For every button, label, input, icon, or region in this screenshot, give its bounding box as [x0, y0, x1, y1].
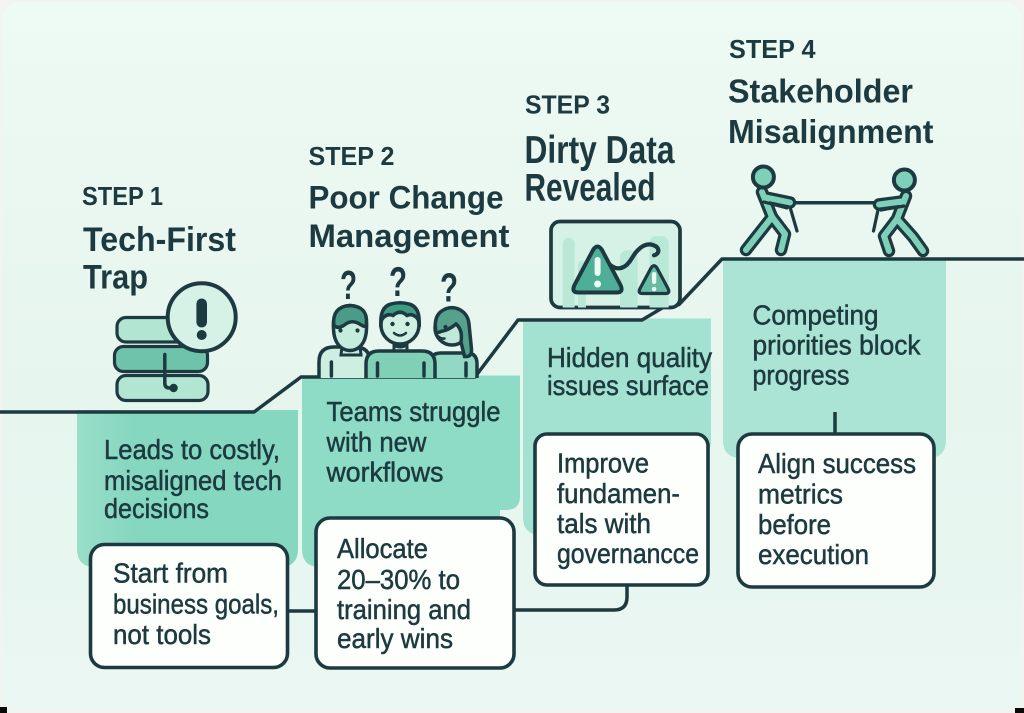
svg-text:decisions: decisions	[104, 493, 209, 524]
svg-text:Competing: Competing	[753, 300, 879, 331]
svg-text:before: before	[758, 509, 831, 540]
svg-text:metrics: metrics	[758, 479, 843, 510]
svg-text:governancce: governancce	[557, 538, 699, 569]
svg-text:STEP 2: STEP 2	[309, 141, 395, 171]
svg-text:20–30% to: 20–30% to	[337, 564, 460, 595]
svg-text:Leads to costly,: Leads to costly,	[104, 434, 280, 465]
svg-text:Align success: Align success	[758, 448, 916, 479]
svg-text:STEP 4: STEP 4	[729, 34, 816, 64]
svg-text:Teams struggle: Teams struggle	[327, 396, 501, 427]
svg-text:progress: progress	[753, 360, 850, 391]
svg-text:execution: execution	[758, 539, 869, 570]
svg-text:training and: training and	[337, 594, 471, 625]
svg-text:issues surface: issues surface	[547, 370, 709, 401]
svg-text:workflows: workflows	[326, 457, 444, 488]
svg-text:early wins: early wins	[337, 623, 453, 654]
svg-text:Revealed: Revealed	[525, 167, 656, 210]
svg-text:STEP 1: STEP 1	[82, 181, 163, 211]
svg-text:with new: with new	[326, 427, 427, 458]
svg-text:priorities block: priorities block	[753, 330, 921, 361]
svg-text:Stakeholder: Stakeholder	[728, 73, 913, 110]
svg-text:?: ?	[440, 265, 458, 311]
svg-text:Tech-First: Tech-First	[83, 221, 236, 259]
svg-text:fundamen-: fundamen-	[557, 478, 680, 509]
svg-text:STEP 3: STEP 3	[525, 90, 610, 120]
svg-text:Trap: Trap	[83, 259, 148, 297]
svg-text:?: ?	[340, 262, 357, 308]
svg-text:Misalignment: Misalignment	[728, 113, 934, 150]
svg-text:business goals,: business goals,	[113, 589, 279, 620]
svg-text:Management: Management	[309, 218, 510, 254]
svg-text:Dirty Data: Dirty Data	[525, 129, 675, 172]
svg-text:Start from: Start from	[113, 558, 228, 589]
svg-text:Hidden quality: Hidden quality	[547, 342, 712, 373]
svg-text:?: ?	[389, 258, 407, 305]
svg-text:not tools: not tools	[113, 619, 211, 650]
svg-text:misaligned tech: misaligned tech	[104, 465, 282, 496]
svg-text:Poor Change: Poor Change	[309, 180, 504, 216]
svg-text:Improve: Improve	[557, 448, 649, 479]
svg-text:tals with: tals with	[557, 508, 651, 539]
svg-text:Allocate: Allocate	[337, 533, 428, 564]
